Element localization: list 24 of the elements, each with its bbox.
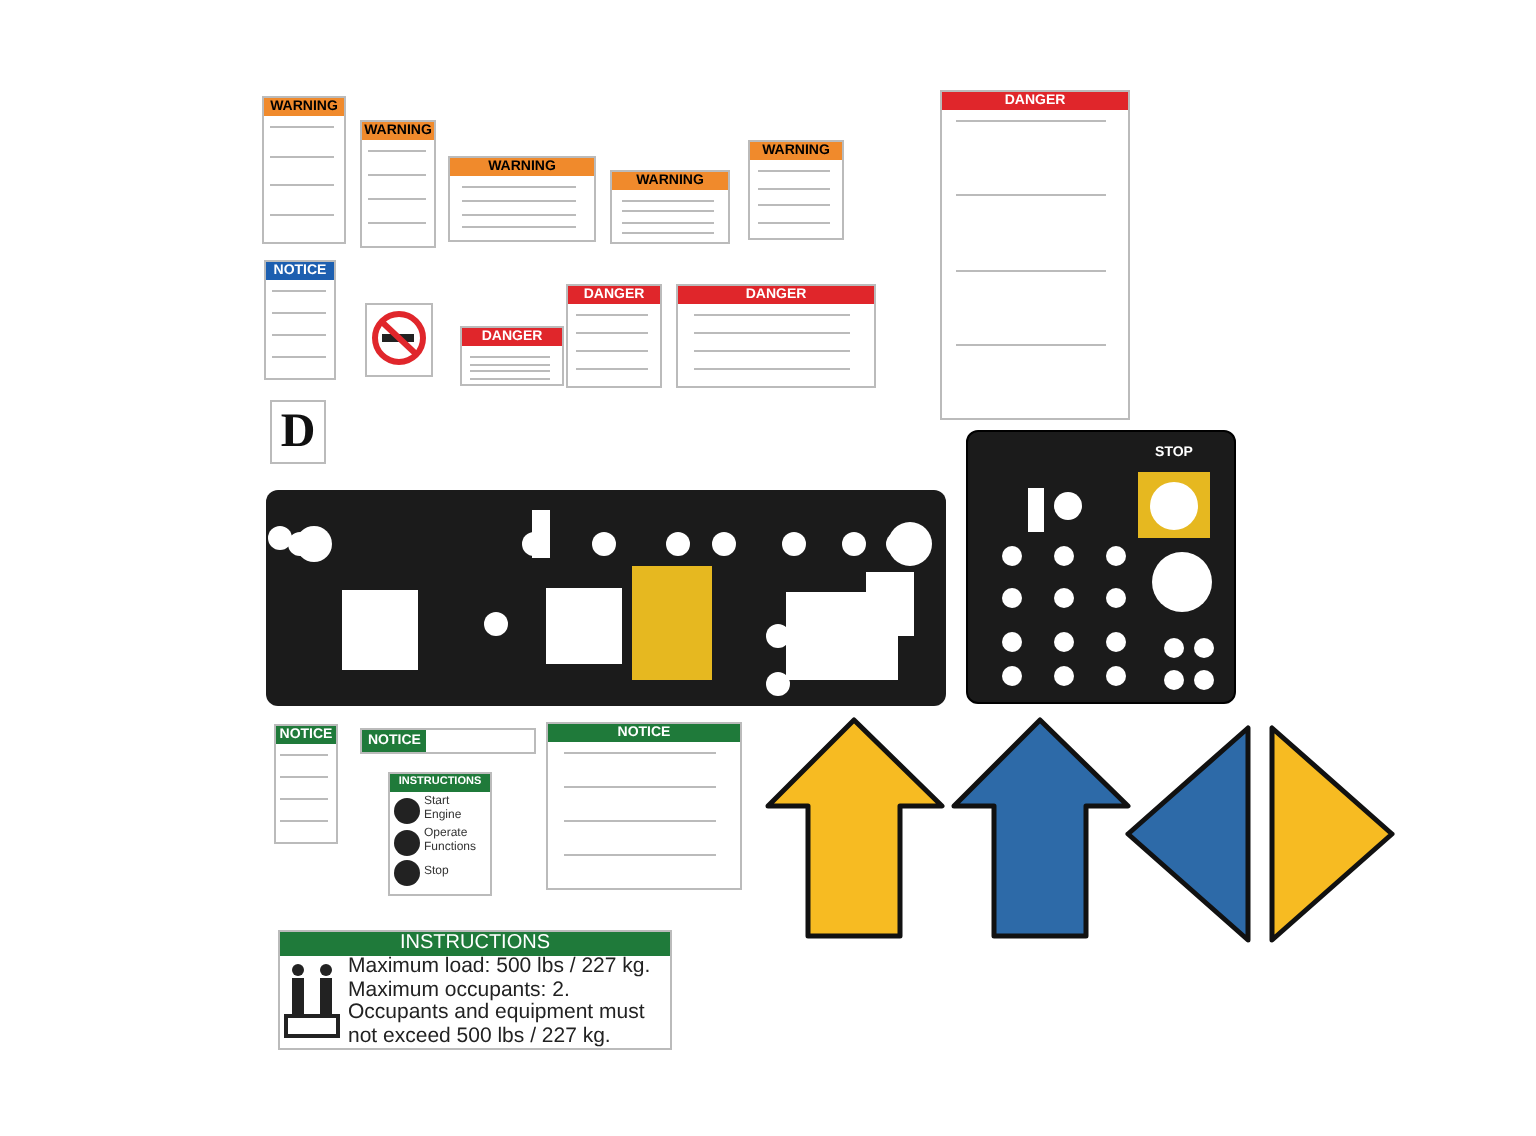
notice-decal (264, 260, 336, 380)
danger-decal (676, 284, 876, 388)
warning-decal (360, 120, 436, 248)
left-triangle-decal (1125, 725, 1251, 943)
warning-decal (448, 156, 596, 242)
fuel-letter: D (278, 404, 318, 462)
warning-decal (262, 96, 346, 244)
up-arrow-decal (765, 717, 945, 939)
instructions-header: INSTRUCTIONS (280, 932, 670, 956)
notice-decal (360, 728, 536, 754)
danger-decal (940, 90, 1130, 420)
notice-decal (274, 724, 338, 844)
danger-decal (566, 284, 662, 388)
right-triangle-decal (1269, 725, 1395, 943)
instructions-decal (278, 930, 672, 1050)
warning-decal (748, 140, 844, 240)
instructions-decal (388, 772, 492, 896)
warning-decal (610, 170, 730, 244)
danger-decal (460, 326, 564, 386)
up-arrow-decal (951, 717, 1131, 939)
fuel-decal (270, 400, 326, 464)
capacity-text: Maximum load: 500 lbs / 227 kg. Maximum occupants: 2. Occupants and equipment must not exceed 500 lbs / 227 kg. (348, 956, 653, 1048)
notice-decal (546, 722, 742, 890)
control-panel-decal (966, 430, 1236, 704)
